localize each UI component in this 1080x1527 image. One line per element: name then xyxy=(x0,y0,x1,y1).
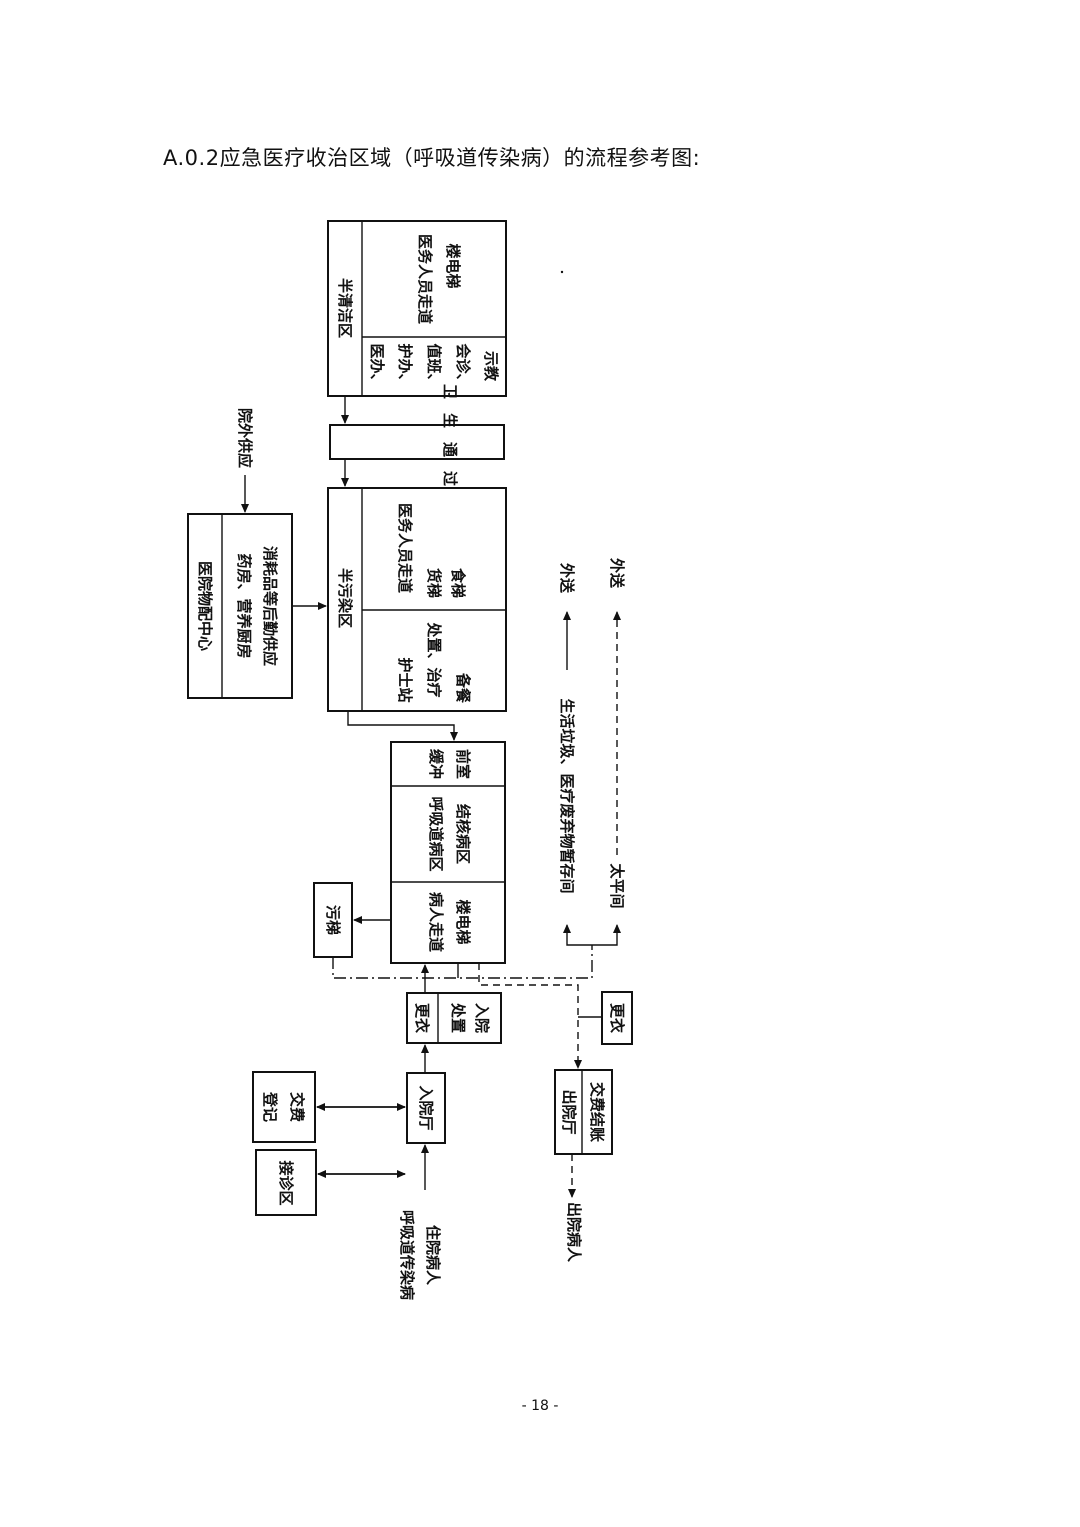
patient-elevator-label: 楼电梯 xyxy=(454,899,472,944)
supply-center-line-1: 药房、营养厨房 xyxy=(235,553,253,658)
exit-changing-box: 更衣 xyxy=(601,991,633,1045)
food-lift-label: 食梯 xyxy=(449,568,467,598)
freight-lift-label: 货梯 xyxy=(425,568,443,598)
anteroom-label: 前室 xyxy=(454,749,472,779)
admission-hall-label: 入院厅 xyxy=(417,1085,435,1130)
pantry-label: 备餐 xyxy=(454,672,472,704)
discharge-hall-label: 出院厅 xyxy=(560,1089,578,1134)
discharged-patients-label: 出院病人 xyxy=(565,1202,583,1263)
semi-clean-room-2: 护办、 xyxy=(396,343,414,388)
incoming-patients-line-1: 呼吸道传染病 xyxy=(398,1210,416,1300)
registration-label-1: 登记 xyxy=(261,1091,279,1122)
waste-storage-label: 生活垃圾、医疗废弃物暂存间 xyxy=(558,698,576,893)
incoming-patients-line-2: 住院病人 xyxy=(424,1225,442,1286)
supply-center-line-2: 消耗品等后勤供应 xyxy=(261,546,279,666)
buffer-label: 缓冲 xyxy=(427,749,445,779)
registration-label-2: 交费 xyxy=(288,1092,306,1122)
dirty-lift: 污梯 xyxy=(313,882,353,958)
semi-clean-room-1: 医办、 xyxy=(368,343,386,388)
admission-hall: 入院厅 xyxy=(406,1072,446,1144)
staff-elevator-label: 楼电梯 xyxy=(444,243,462,288)
sanitation-pass: 卫生通过 xyxy=(329,384,505,500)
reception-label: 接诊区 xyxy=(277,1160,295,1205)
page-number: - 18 - xyxy=(521,1398,559,1414)
supply-center: 医院物配中心 药房、营养厨房 消耗品等后勤供应 xyxy=(187,513,293,699)
sanitation-pass-label: 卫生通过 xyxy=(441,384,459,500)
exit-changing-label: 更衣 xyxy=(608,1003,626,1033)
registration-box: 登记 交费 xyxy=(252,1071,316,1143)
morgue-label: 太平间 xyxy=(608,863,626,908)
semi-clean-title: 半清洁区 xyxy=(336,278,354,338)
changing-room-label: 更衣 xyxy=(413,1003,431,1033)
external-transport-1: 外送 xyxy=(558,562,576,594)
page-heading: A.0.2应急医疗收治区域（呼吸道传染病）的流程参考图: xyxy=(163,146,701,170)
respiratory-ward-label: 呼吸道病区 xyxy=(427,796,445,871)
patient-corridor-label: 病人走道 xyxy=(427,892,445,952)
discharge-hall-block: 出院厅 交费结账 xyxy=(554,1069,613,1155)
semi-clean-room-5: 示教 xyxy=(482,351,500,382)
ward-block: 缓冲 前室 呼吸道病区 结核病区 病人走道 楼电梯 xyxy=(390,741,506,964)
nurse-station-label: 护士站 xyxy=(396,657,414,702)
staff-corridor-label: 医务人员走道 xyxy=(416,234,434,324)
dirty-lift-label: 污梯 xyxy=(324,905,342,935)
semi-clean-zone: 半清洁区 医办、 护办、 值班、 会诊、 示教 医务人员走道 楼电梯 xyxy=(327,220,507,397)
semi-clean-room-3: 值班、 xyxy=(425,343,443,388)
treatment-room-label: 处置、治疗 xyxy=(425,621,443,697)
external-transport-2: 外送 xyxy=(608,557,626,589)
semi-clean-room-4: 会诊、 xyxy=(454,343,472,388)
billing-label: 交费结账 xyxy=(588,1082,606,1142)
staff-corridor-2-label: 医务人员走道 xyxy=(396,503,414,593)
semi-contaminated-title: 半污染区 xyxy=(336,568,354,628)
admit-label: 入院 xyxy=(473,1003,491,1033)
tb-ward-label: 结核病区 xyxy=(454,804,472,864)
supply-center-title: 医院物配中心 xyxy=(196,561,214,651)
reception-box: 接诊区 xyxy=(255,1149,317,1216)
semi-contaminated-zone: 半污染区 护士站 处置、治疗 备餐 医务人员走道 货梯 食梯 xyxy=(327,487,507,712)
treatment-label: 处置 xyxy=(449,1002,467,1033)
external-supply-label: 院外供应 xyxy=(236,408,254,468)
changing-admission-block: 更衣 处置 入院 xyxy=(406,992,502,1044)
